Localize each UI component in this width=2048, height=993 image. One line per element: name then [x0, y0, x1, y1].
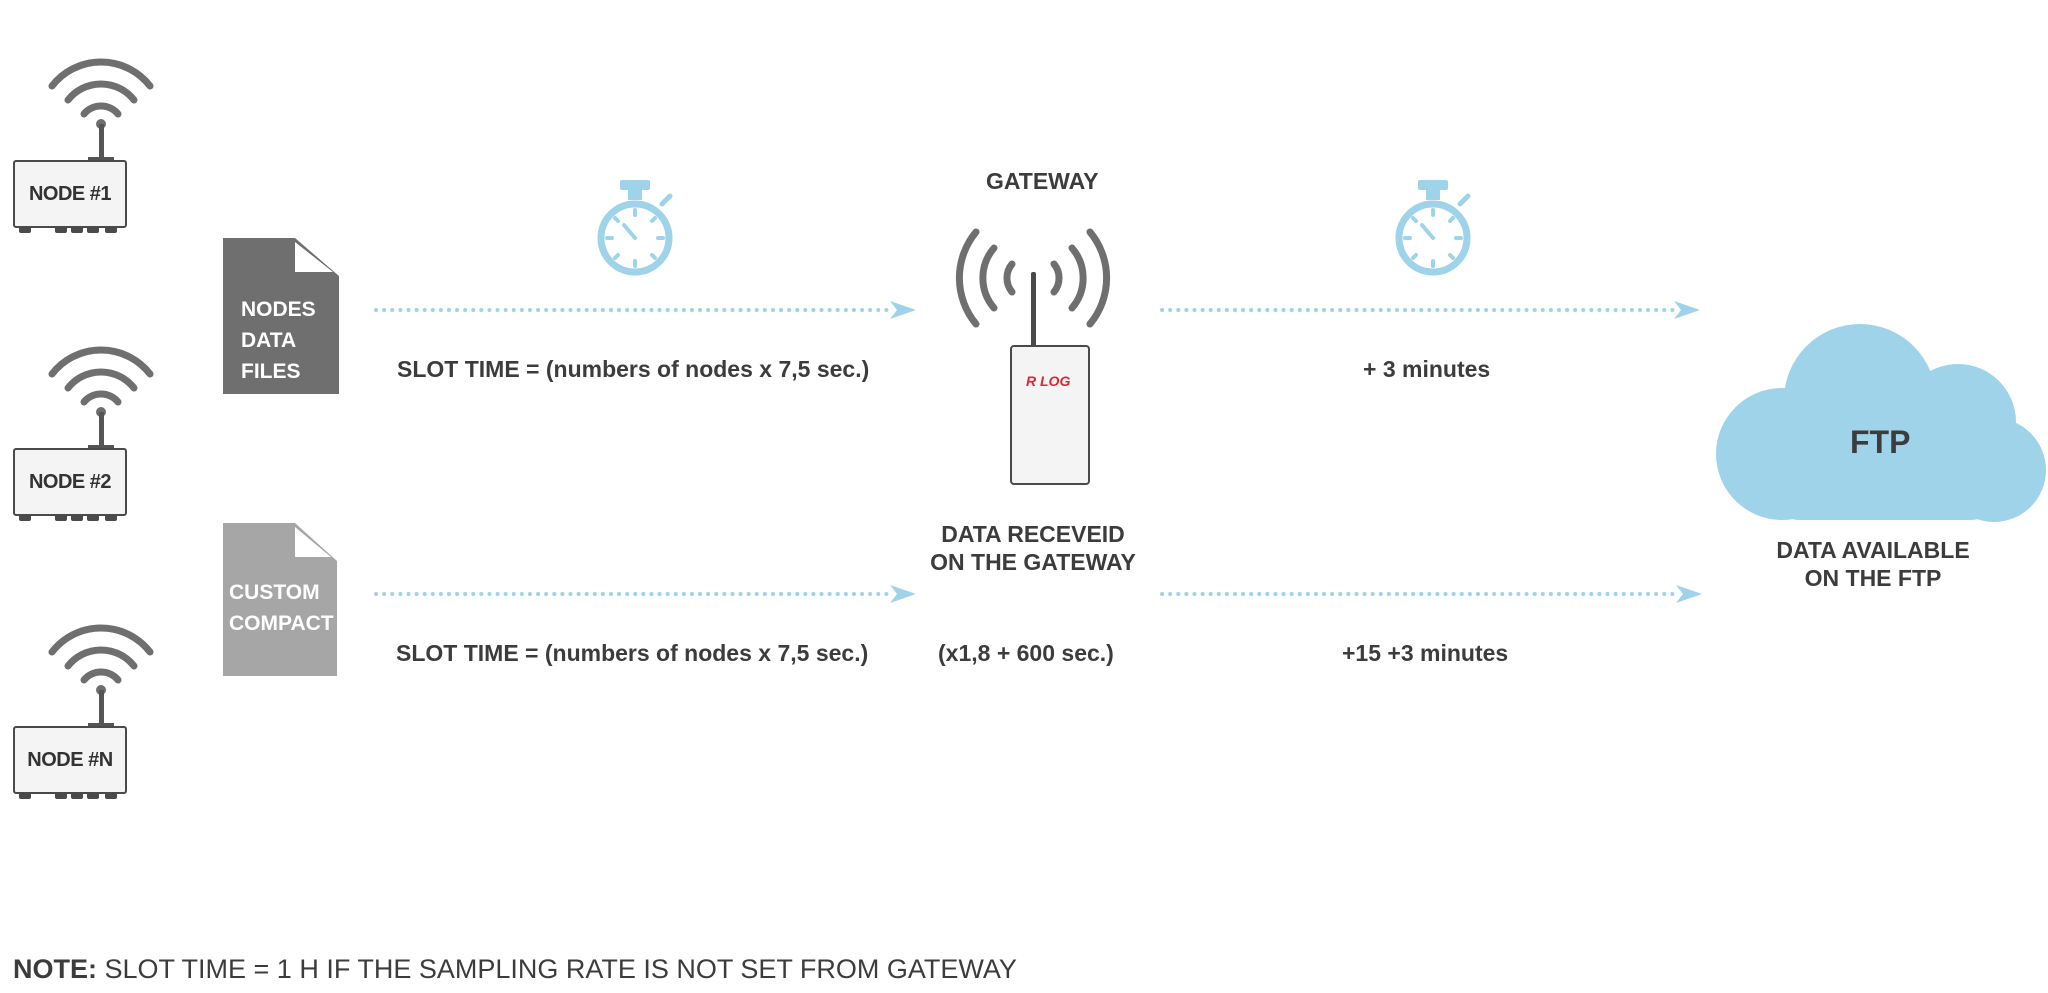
stopwatch-icon: [597, 180, 673, 276]
node-antenna-base: [88, 445, 114, 449]
gateway-received-label: DATA RECEVEID ON THE GATEWAY: [920, 520, 1146, 576]
slot-time-label-bottom: SLOT TIME = (numbers of nodes x 7,5 sec.…: [396, 640, 869, 666]
ftp-label: FTP: [1850, 424, 1911, 460]
wifi-icon: [48, 58, 154, 129]
arrow-gateway-to-ftp-top: [1160, 301, 1700, 319]
node-antenna: [99, 124, 104, 160]
antenna-icon: [955, 228, 1111, 328]
gateway-received-line: ON THE GATEWAY: [930, 549, 1136, 575]
ftp-available-label: DATA AVAILABLE ON THE FTP: [1760, 536, 1986, 592]
gateway-title: GATEWAY: [986, 168, 1099, 194]
file-label-line: FILES: [241, 360, 301, 383]
gateway-device: R LOG: [1010, 345, 1090, 485]
delay-label-top: + 3 minutes: [1363, 356, 1491, 382]
gateway-received-line: DATA RECEVEID: [941, 521, 1125, 547]
ftp-available-line: ON THE FTP: [1804, 565, 1942, 591]
footnote-prefix: NOTE:: [13, 954, 97, 984]
arrow-nodes-to-gateway-bottom: [374, 585, 916, 603]
file-label-line: NODES: [241, 298, 316, 321]
cloud-icon: [1716, 324, 2046, 522]
slot-time-label-top: SLOT TIME = (numbers of nodes x 7,5 sec.…: [397, 356, 870, 382]
node-feet: [13, 792, 127, 800]
wifi-icon: [48, 346, 154, 417]
wifi-icon: [48, 624, 154, 695]
footnote-text: SLOT TIME = 1 H IF THE SAMPLING RATE IS …: [97, 954, 1017, 984]
node-antenna: [99, 412, 104, 448]
node-feet: [13, 226, 127, 234]
gateway-brand-logo: R LOG: [1026, 373, 1071, 389]
file-label-line: CUSTOM: [229, 581, 320, 604]
ftp-available-line: DATA AVAILABLE: [1776, 537, 1970, 563]
node-label: NODE #1: [13, 160, 127, 228]
stopwatch-icon: [1395, 180, 1471, 276]
gateway-formula: (x1,8 + 600 sec.): [938, 640, 1114, 666]
node-antenna: [99, 690, 104, 726]
arrow-nodes-to-gateway-top: [374, 301, 916, 319]
delay-label-bottom: +15 +3 minutes: [1342, 640, 1509, 666]
footnote: NOTE: SLOT TIME = 1 H IF THE SAMPLING RA…: [13, 954, 1017, 985]
node-feet: [13, 514, 127, 522]
node-label: NODE #N: [13, 726, 127, 794]
file-icon-custom-compact: CUSTOM COMPACT: [223, 523, 339, 679]
gateway-antenna-rod: [1031, 272, 1036, 348]
node-antenna-base: [88, 723, 114, 727]
node-label: NODE #2: [13, 448, 127, 516]
arrow-gateway-to-ftp-bottom: [1160, 585, 1702, 603]
file-icon-nodes-data: NODES DATA FILES: [223, 238, 339, 394]
file-label-line: DATA: [241, 329, 297, 352]
file-label-line: COMPACT: [229, 612, 334, 635]
node-antenna-base: [88, 157, 114, 161]
